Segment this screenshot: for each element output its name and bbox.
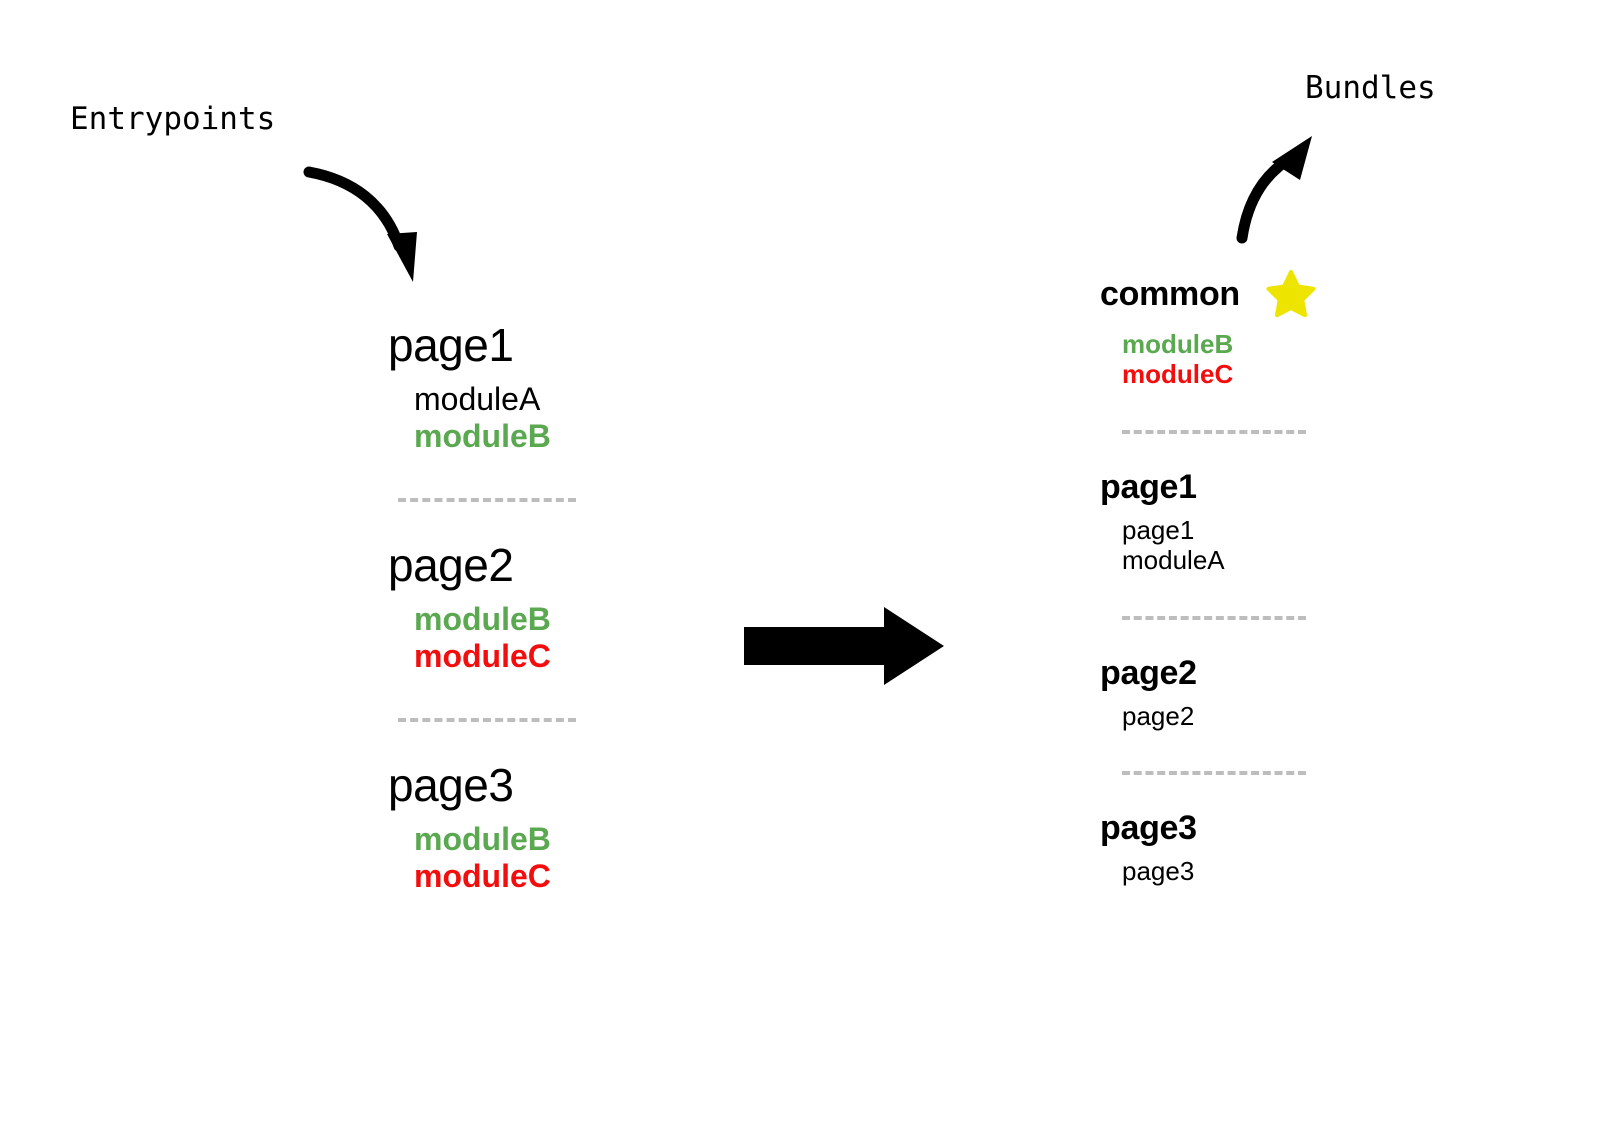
module-item: moduleB [414,600,551,637]
group-title-row: page2 [1100,656,1440,690]
bundle-group: page3 page3 [1100,811,1440,886]
module-item: moduleA [414,381,541,417]
module-item: moduleB [1122,329,1234,359]
module-item: moduleB [414,820,551,857]
curved-arrow-up-right-icon [1236,136,1312,244]
group-title-row: page2 [388,542,688,588]
group-title-common: common [1100,275,1240,313]
entrypoints-caption: Entrypoints [70,101,276,137]
star-badge [1266,270,1316,318]
block-arrow-right-icon [744,607,944,685]
group-title-row: common [1100,270,1440,318]
group-title-row: page1 [1100,470,1440,504]
group-title-row: page1 [388,322,688,368]
module-list: page2 [1122,701,1440,731]
group-title-page2: page2 [1100,653,1197,692]
module-item: moduleC [414,638,551,675]
module-item: page1 [1122,514,1195,545]
group-title-page2: page2 [388,538,514,591]
group-title-row: page3 [388,762,688,808]
group-divider [1122,429,1306,434]
group-title-page1: page1 [388,319,514,371]
group-divider [398,497,576,502]
bundles-caption: Bundles [1305,70,1436,106]
group-title-page3: page3 [388,758,514,811]
module-item: page3 [1122,856,1195,887]
group-divider [1122,771,1306,776]
module-item: moduleC [414,858,551,895]
star-icon [1266,270,1316,318]
group-title-row: page3 [1100,811,1440,845]
module-item: moduleA [1122,545,1225,576]
module-item: moduleC [1122,359,1234,390]
module-item: moduleB [414,418,551,455]
module-item: page2 [1122,700,1195,731]
curved-arrow-down-right-icon [303,166,417,282]
group-title-page3: page3 [1100,809,1197,848]
group-divider [1122,615,1306,620]
group-divider [398,717,576,722]
module-list: page3 [1122,856,1440,886]
group-title-page1: page1 [1100,467,1197,506]
bundle-group: page2 page2 [1100,656,1440,731]
